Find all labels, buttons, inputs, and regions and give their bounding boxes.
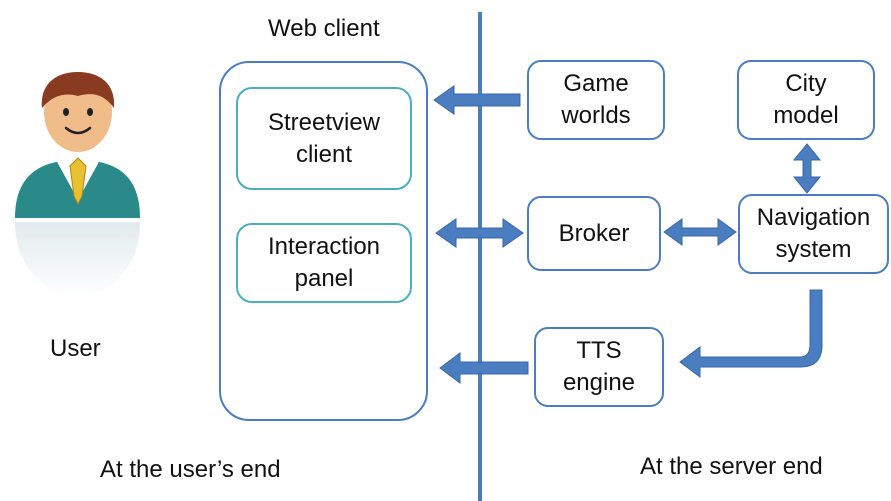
broker-box: Broker bbox=[527, 196, 661, 271]
navigation-system-box: Navigation system bbox=[738, 194, 889, 274]
streetview-client-label: Streetview client bbox=[267, 108, 381, 168]
arrow-broker-navigation bbox=[663, 218, 737, 246]
tts-engine-label: TTS engine bbox=[562, 337, 636, 396]
user-end-caption: At the user’s end bbox=[100, 456, 281, 483]
arrow-game-to-client bbox=[433, 85, 521, 115]
web-client-title: Web client bbox=[268, 15, 380, 42]
game-worlds-label: Game worlds bbox=[561, 70, 631, 129]
interaction-panel-label: Interaction panel bbox=[267, 233, 381, 292]
arrow-city-navigation bbox=[792, 143, 822, 194]
streetview-client-box: Streetview client bbox=[236, 87, 412, 190]
city-model-label: City model bbox=[773, 70, 839, 129]
city-model-box: City model bbox=[737, 60, 875, 140]
user-label: User bbox=[50, 335, 101, 362]
arrow-tts-to-client bbox=[439, 352, 529, 384]
interaction-panel-box: Interaction panel bbox=[236, 223, 412, 303]
server-end-caption: At the server end bbox=[640, 453, 823, 480]
arrow-broker-client bbox=[435, 218, 524, 248]
arrow-navigation-to-tts bbox=[679, 289, 823, 378]
tts-engine-box: TTS engine bbox=[534, 327, 664, 407]
navigation-system-label: Navigation system bbox=[756, 204, 871, 263]
user-icon bbox=[15, 72, 140, 298]
broker-label: Broker bbox=[558, 219, 630, 247]
game-worlds-box: Game worlds bbox=[527, 60, 665, 140]
